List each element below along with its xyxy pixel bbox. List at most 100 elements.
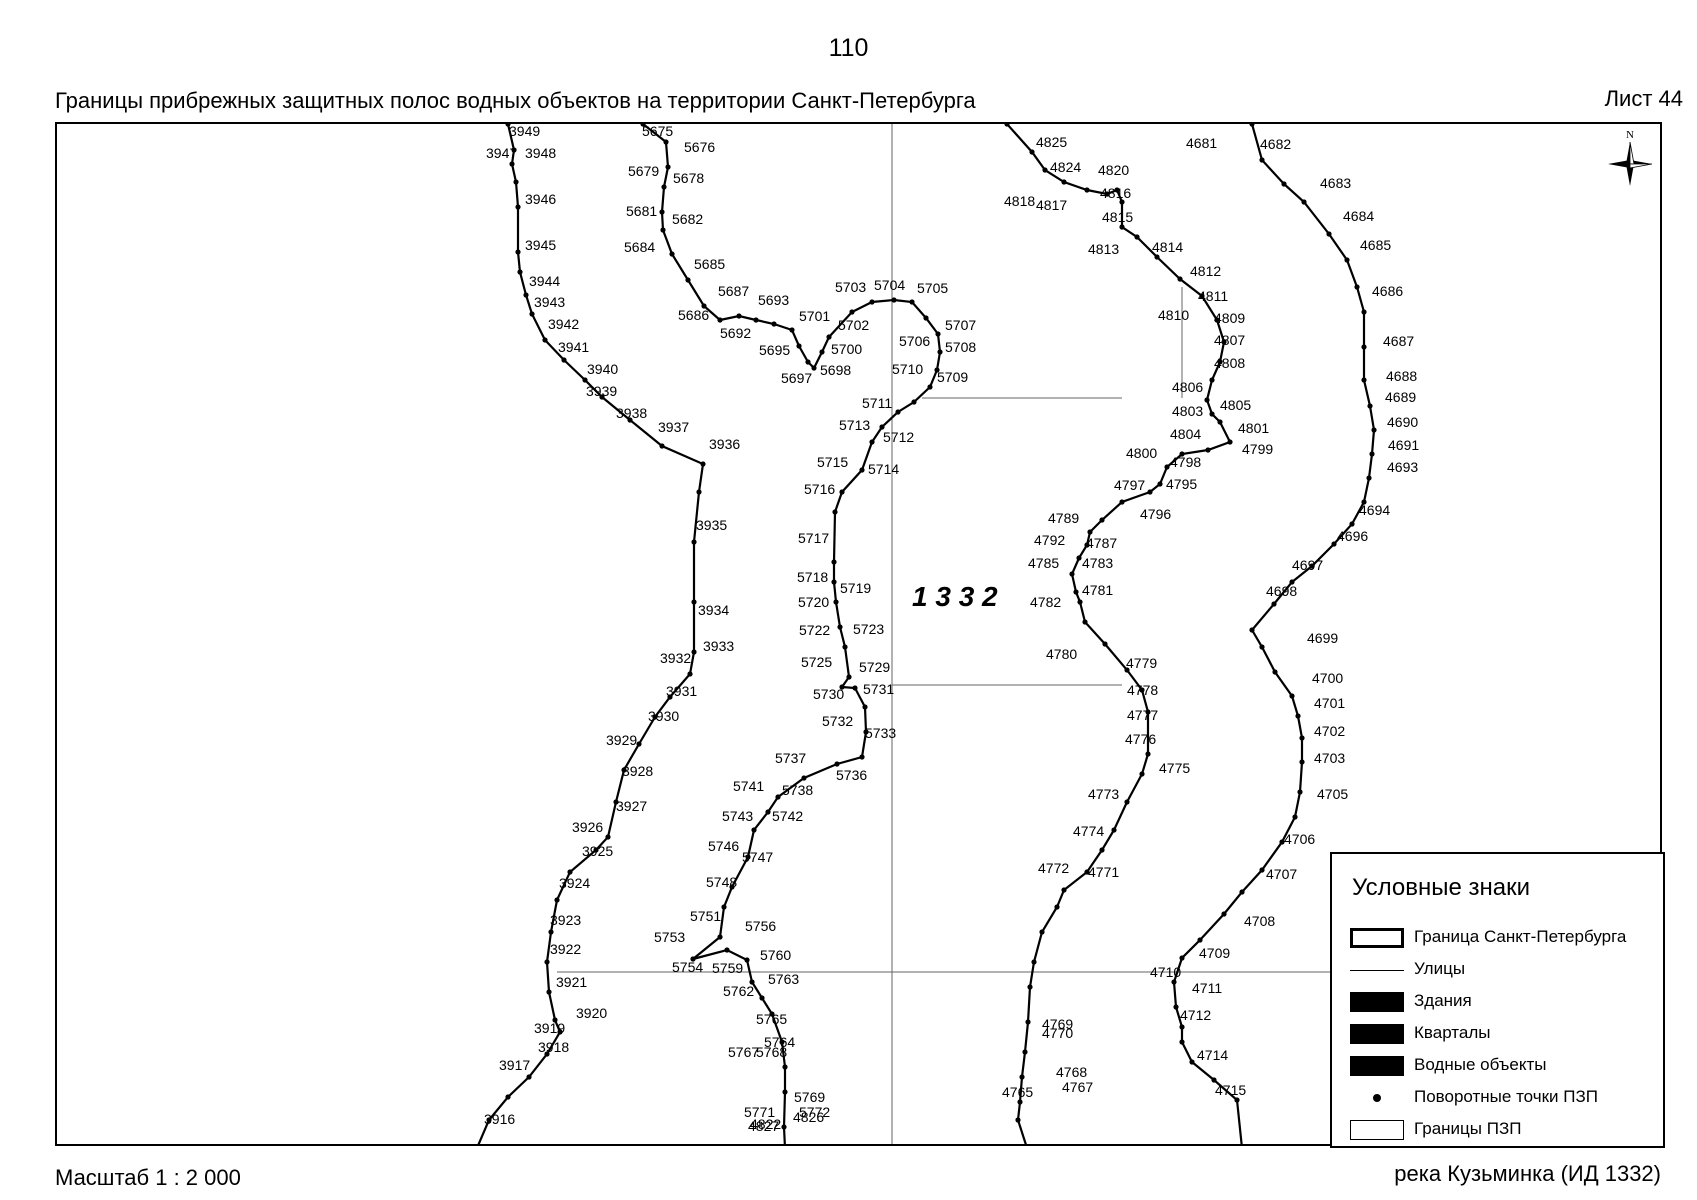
point-label: 3940 [587,361,618,377]
point-label: 5769 [794,1089,825,1105]
turning-point [1367,403,1373,409]
turning-point [1019,1074,1025,1080]
point-label: 4789 [1048,510,1079,526]
turning-point [544,959,550,965]
point-label: 5707 [945,317,976,333]
turning-point [546,989,552,995]
point-label: 5737 [775,750,806,766]
point-label: 5768 [756,1044,787,1060]
point-label: 4709 [1199,945,1230,961]
turning-point [1217,419,1223,425]
legend-label: Граница Санкт-Петербурга [1414,927,1627,946]
turning-point [1331,541,1337,547]
point-label: 5715 [817,454,848,470]
scale-label: Масштаб 1 : 2 000 [55,1165,241,1190]
turning-point [567,869,573,875]
turning-point [934,367,940,373]
point-label: 4775 [1159,760,1190,776]
river-label: река Кузьминка (ИД 1332) [1394,1161,1661,1186]
legend-item-pzp-boundary: Границы ПЗП [1350,1118,1660,1142]
point-label: 5753 [654,929,685,945]
legend-label: Границы ПЗП [1414,1119,1522,1138]
turning-point [1025,1019,1031,1025]
turning-point [613,799,619,805]
turning-point [621,767,627,773]
point-label: 4807 [1214,332,1245,348]
point-label: 5759 [712,960,743,976]
point-label: 4686 [1372,283,1403,299]
turning-point [627,417,633,423]
turning-point [1301,199,1307,205]
point-label: 4811 [1198,288,1228,304]
turning-point [640,124,646,127]
point-label: 4703 [1314,750,1345,766]
turning-point [691,599,697,605]
point-label: 3923 [550,912,581,928]
point-label: 5725 [801,654,832,670]
point-label: 4782 [1030,594,1061,610]
pzp-boundary-symbol [1350,1120,1404,1140]
point-label: 4812 [1190,263,1221,279]
turning-point [1027,984,1033,990]
turning-point [1369,451,1375,457]
turning-point [927,384,933,390]
point-label: 4801 [1238,420,1269,436]
turning-point [582,377,588,383]
turning-point [1239,1145,1244,1146]
building-fill-symbol [1350,992,1404,1012]
point-label: 4797 [1114,477,1145,493]
turning-point [749,979,755,985]
turning-point [1119,224,1125,230]
point-label: 3916 [484,1111,515,1127]
point-label: 5732 [822,713,853,729]
turning-point [561,357,567,363]
point-label: 5743 [722,808,753,824]
point-label: 3920 [576,1005,607,1021]
point-label: 3929 [606,732,637,748]
point-label: 4795 [1166,476,1197,492]
turning-point [552,1017,558,1023]
point-label: 5700 [831,341,862,357]
point-label: 4799 [1242,441,1273,457]
page-number: 110 [828,34,869,62]
turning-point [1366,475,1372,481]
point-label: 5736 [836,767,867,783]
point-label: 4805 [1220,397,1251,413]
turning-point [1102,641,1108,647]
point-label: 4693 [1387,459,1418,475]
point-label: 3919 [534,1020,565,1036]
point-label: 5714 [868,461,899,477]
point-label: 3932 [660,650,691,666]
point-label: 4712 [1180,1007,1211,1023]
point-label: 5679 [628,163,659,179]
turning-point [826,334,832,340]
turning-point [696,489,702,495]
turning-point [1217,359,1223,365]
point-label: 4820 [1098,162,1129,178]
point-label: 5706 [899,333,930,349]
point-label: 3921 [556,974,587,990]
point-label: 4767 [1062,1079,1093,1095]
point-label: 4688 [1386,368,1417,384]
point-label: 4818 [1004,193,1035,209]
point-label: 5676 [684,139,715,155]
point-label: 4809 [1214,310,1245,326]
turning-point [517,269,523,275]
turning-point [691,649,697,655]
point-label: 4779 [1126,655,1157,671]
point-label: 5731 [863,681,894,697]
turning-point [1221,339,1227,345]
turning-point [832,509,838,515]
point-label: 4699 [1307,630,1338,646]
point-label: 3938 [616,405,647,421]
point-label: 3937 [658,419,689,435]
legend-label: Кварталы [1414,1023,1491,1042]
point-label: 5733 [865,725,896,741]
turning-point [663,139,669,145]
turning-point [593,847,599,853]
turning-point [1214,317,1220,323]
turning-point [842,644,848,650]
turning-point [1259,157,1265,163]
